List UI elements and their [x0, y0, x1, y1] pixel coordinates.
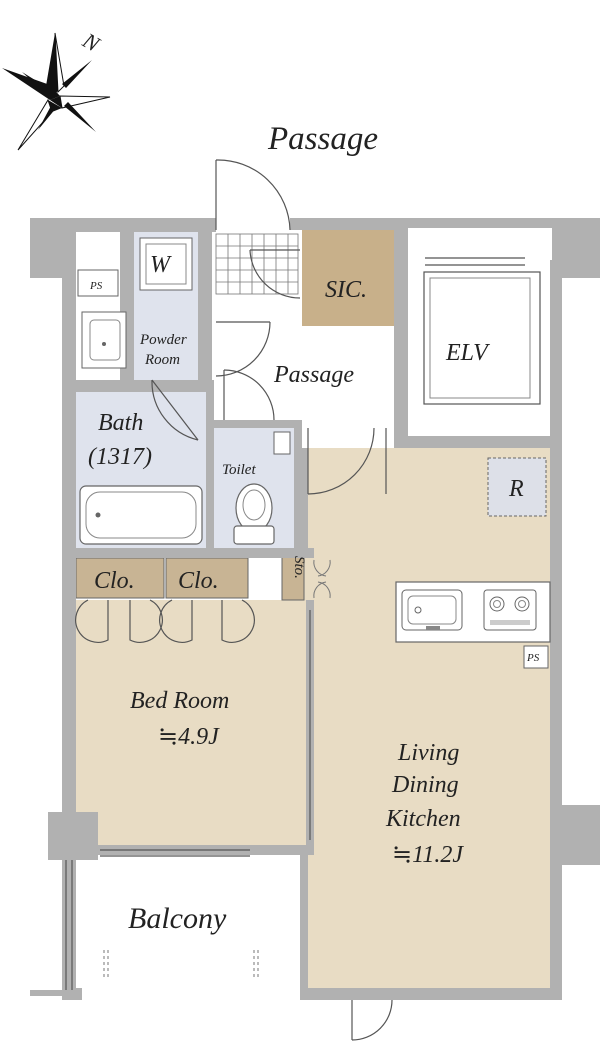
powder-room-label-2: Room [144, 352, 180, 368]
windows [100, 257, 525, 857]
closet-left-label: Clo. [94, 568, 135, 594]
outer-passage-label: Passage [267, 121, 378, 157]
pipe-shaft-label-kitchen: PS [526, 652, 540, 664]
bath-label-2: (1317) [88, 444, 152, 470]
closet-right [165, 557, 249, 599]
bedroom-area-label: ≒4.9J [158, 724, 220, 750]
closet-right-label: Clo. [178, 568, 219, 594]
fridge-space [487, 457, 547, 517]
balcony-label: Balcony [128, 902, 227, 935]
powder-room-label-1: Powder [139, 332, 187, 348]
inner-passage-label: Passage [273, 362, 354, 388]
storage-label: Sto. [291, 556, 307, 579]
bath-label-1: Bath [98, 410, 143, 436]
bathtub [79, 485, 203, 545]
ldk-floor [302, 448, 550, 988]
washer-label: W [150, 252, 172, 278]
balcony-area [76, 860, 298, 988]
sic-label: SIC. [325, 277, 367, 303]
closet-left [75, 557, 165, 599]
ldk-label-living: Living [397, 740, 459, 766]
burner-right-icon [514, 596, 530, 612]
ldk-area-label: ≒11.2J [392, 842, 464, 868]
fridge-label: R [508, 476, 524, 502]
toilet-icon [233, 483, 275, 545]
compass-north-label: N [78, 27, 105, 57]
walls [30, 218, 600, 1000]
toilet-label: Toilet [222, 462, 256, 478]
bedroom-label: Bed Room [130, 688, 229, 714]
washer [139, 237, 193, 291]
bedroom-floor [76, 600, 306, 845]
doors [75, 159, 393, 1041]
pipe-shaft-label-top: PS [89, 280, 103, 292]
burner-left-icon [489, 596, 505, 612]
kitchen-pipe-shaft [523, 645, 549, 669]
elevator-shaft [423, 271, 541, 405]
entrance-tiles [215, 233, 299, 295]
pipe-shaft [77, 269, 119, 297]
ldk-label-kitchen: Kitchen [385, 806, 461, 832]
sic-floor [302, 230, 394, 326]
compass-rose-icon: N [2, 27, 111, 151]
elevator-label: ELV [445, 340, 490, 366]
ldk-label-dining: Dining [391, 772, 459, 798]
